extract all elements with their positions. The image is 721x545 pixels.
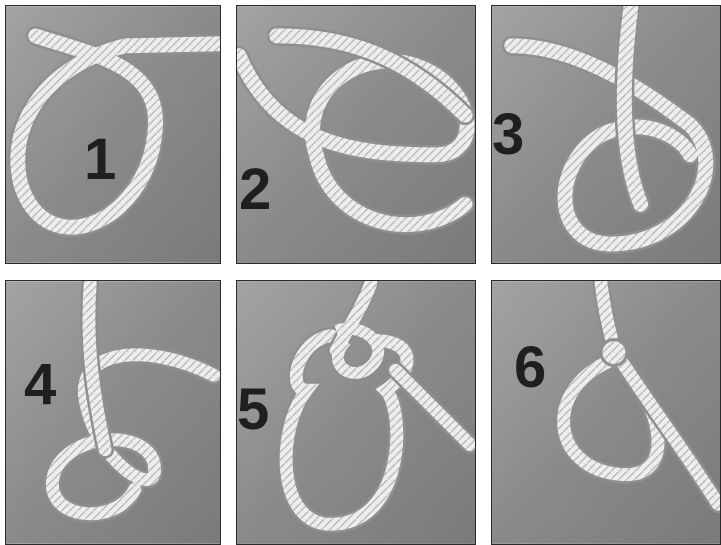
step-2-panel: 2: [236, 5, 476, 264]
step-number: 6: [514, 339, 545, 397]
step-3-rope-photo: [492, 6, 720, 263]
step-6-panel: 6: [491, 280, 721, 545]
step-number: 3: [492, 106, 523, 164]
step-3-panel: 3: [491, 5, 721, 264]
step-number: 5: [237, 381, 268, 439]
step-4-panel: 4: [5, 280, 221, 545]
step-6-rope-photo: [492, 281, 720, 544]
step-5-rope-photo: [237, 281, 475, 544]
step-number: 2: [239, 161, 270, 219]
step-number: 1: [84, 131, 115, 189]
step-1-panel: 1: [5, 5, 221, 264]
step-5-panel: 5: [236, 280, 476, 545]
step-number: 4: [24, 356, 55, 414]
step-2-rope-photo: [237, 6, 475, 263]
